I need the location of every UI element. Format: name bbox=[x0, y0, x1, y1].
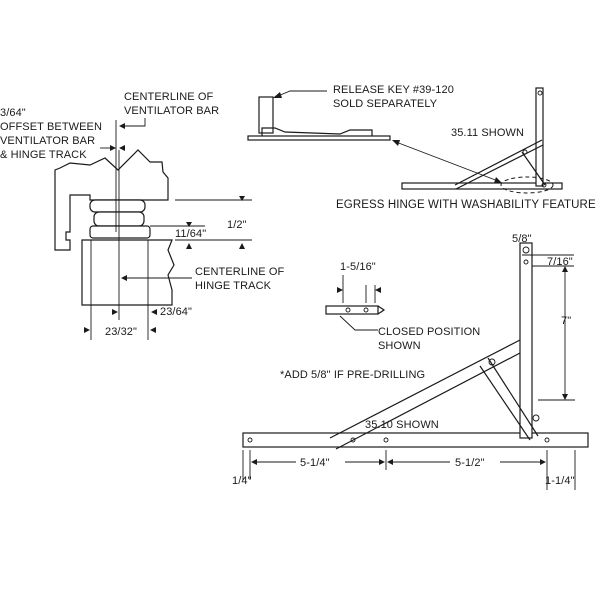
centerline-track-label-2: HINGE TRACK bbox=[195, 280, 272, 292]
dim-1-1-4: 1-1/4" bbox=[545, 475, 575, 487]
offset-dim-label: 3/64" bbox=[0, 107, 26, 119]
closed-position-label-1: CLOSED POSITION bbox=[378, 326, 481, 338]
egress-hinge bbox=[401, 87, 563, 194]
main-hinge bbox=[242, 242, 589, 490]
dim-7: 7" bbox=[561, 315, 572, 327]
dim-11-64: 11/64" bbox=[175, 228, 207, 240]
pre-drilling-note: *ADD 5/8" IF PRE-DRILLING bbox=[280, 369, 426, 381]
egress-model-label: 35.11 SHOWN bbox=[451, 127, 525, 139]
dim-23-32: 23/32" bbox=[105, 326, 138, 338]
section-view bbox=[54, 118, 252, 340]
offset-label-2: VENTILATOR BAR bbox=[0, 135, 96, 147]
dim-half-inch: 1/2" bbox=[227, 219, 247, 231]
centerline-track-label-1: CENTERLINE OF bbox=[195, 266, 285, 278]
release-key-label-2: SOLD SEPARATELY bbox=[333, 98, 438, 110]
egress-caption: EGRESS HINGE WITH WASHABILITY FEATURE bbox=[336, 199, 596, 211]
dim-23-64: 23/64" bbox=[160, 306, 193, 318]
centerline-vent-label-2: VENTILATOR BAR bbox=[124, 105, 220, 117]
dim-5-8: 5/8" bbox=[512, 233, 532, 245]
centerline-vent-label-1: CENTERLINE OF bbox=[124, 91, 214, 103]
offset-label-3: & HINGE TRACK bbox=[0, 149, 87, 161]
dim-5-1-4: 5-1/4" bbox=[300, 457, 330, 469]
closed-position-label-2: SHOWN bbox=[378, 340, 421, 352]
main-model-label: 35.10 SHOWN bbox=[365, 419, 439, 431]
release-key-view bbox=[247, 90, 502, 183]
release-key-label-1: RELEASE KEY #39-120 bbox=[333, 84, 454, 96]
dim-7-16: 7/16" bbox=[547, 256, 573, 268]
dim-5-1-2: 5-1/2" bbox=[455, 457, 485, 469]
offset-label-1: OFFSET BETWEEN bbox=[0, 121, 103, 133]
dim-1-4: 1/4" bbox=[232, 475, 252, 487]
closed-position-view bbox=[325, 275, 386, 331]
dim-1-5-16: 1-5/16" bbox=[340, 261, 376, 273]
